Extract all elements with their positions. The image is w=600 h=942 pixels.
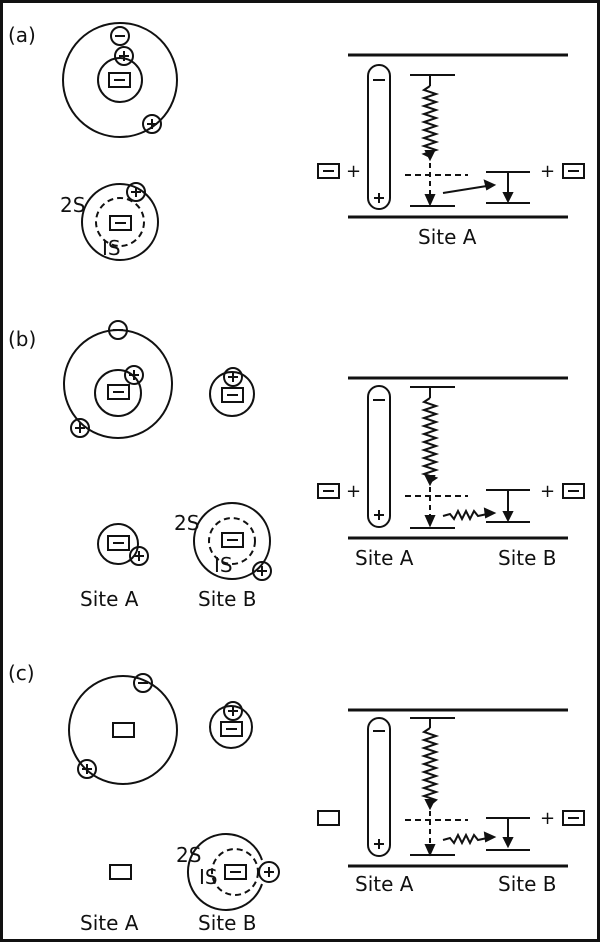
arrowhead: [504, 512, 512, 520]
empty-nucleus: [113, 723, 134, 737]
orbital-label-2s: 2S: [60, 193, 85, 217]
panel-c-bound-atom: [210, 702, 252, 748]
energy-site-label-b: Site B: [498, 546, 556, 570]
orbital-label-1s: IS: [102, 236, 121, 260]
arrowhead: [426, 845, 434, 854]
exciton-capsule: [368, 386, 390, 527]
wavy-relaxation: [424, 86, 436, 157]
panel-c-label: (c): [8, 661, 35, 685]
exciton-capsule: [368, 65, 390, 209]
energy-site-label-b: Site B: [498, 872, 556, 896]
plus-symbol: +: [540, 808, 555, 829]
plus-symbol: +: [346, 481, 361, 502]
impurity-box-left-empty: [318, 811, 339, 825]
panel-c-atom-ion: [69, 674, 177, 784]
orbit: [210, 706, 252, 748]
wavy-relaxation: [424, 728, 436, 805]
site-label-a: Site A: [80, 911, 139, 935]
arrowhead: [485, 181, 494, 189]
site-label-b: Site B: [198, 911, 256, 935]
arrowhead: [426, 195, 434, 204]
orbital-label-1s: IS: [214, 553, 233, 577]
wavy-relaxation: [424, 398, 436, 482]
arrowhead: [504, 838, 512, 846]
panel-b-atom-ion: [64, 321, 172, 438]
outer-orbit: [69, 676, 177, 784]
panel-b-site-a-atom: [98, 524, 148, 565]
orbital-label-1s: IS: [199, 865, 218, 889]
empty-nucleus: [110, 865, 131, 879]
panel-a-label: (a): [8, 23, 36, 47]
arrowhead: [504, 193, 512, 201]
site-label-b: Site B: [198, 587, 256, 611]
plus-symbol: +: [346, 161, 361, 182]
panel-c: (c): [8, 661, 584, 935]
panel-b-bound-atom: [210, 368, 254, 416]
orbital-label-2s: 2S: [176, 843, 201, 867]
energy-site-label-a: Site A: [355, 546, 414, 570]
panel-a-atom-ion: [63, 23, 177, 137]
arrowhead: [426, 516, 434, 525]
arrowhead: [485, 509, 494, 517]
orbital-label-2s: 2S: [174, 511, 199, 535]
energy-site-label-a: Site A: [418, 225, 477, 249]
panel-b: (b): [8, 321, 584, 611]
arrowhead: [485, 833, 494, 841]
arrowhead: [426, 800, 434, 808]
plus-symbol: +: [540, 481, 555, 502]
panel-b-label: (b): [8, 327, 36, 351]
panel-a-energy-diagram: [318, 55, 584, 217]
panel-a: (a) 2S IS: [8, 23, 584, 260]
site-label-a: Site A: [80, 587, 139, 611]
panel-c-energy-diagram: [318, 710, 584, 866]
panel-b-energy-diagram: [318, 378, 584, 538]
panel-c-site-a-empty: [110, 865, 131, 879]
plus-symbol: +: [540, 161, 555, 182]
exciton-capsule: [368, 718, 390, 856]
energy-site-label-a: Site A: [355, 872, 414, 896]
arrowhead: [426, 476, 434, 484]
arrowhead: [426, 151, 434, 159]
